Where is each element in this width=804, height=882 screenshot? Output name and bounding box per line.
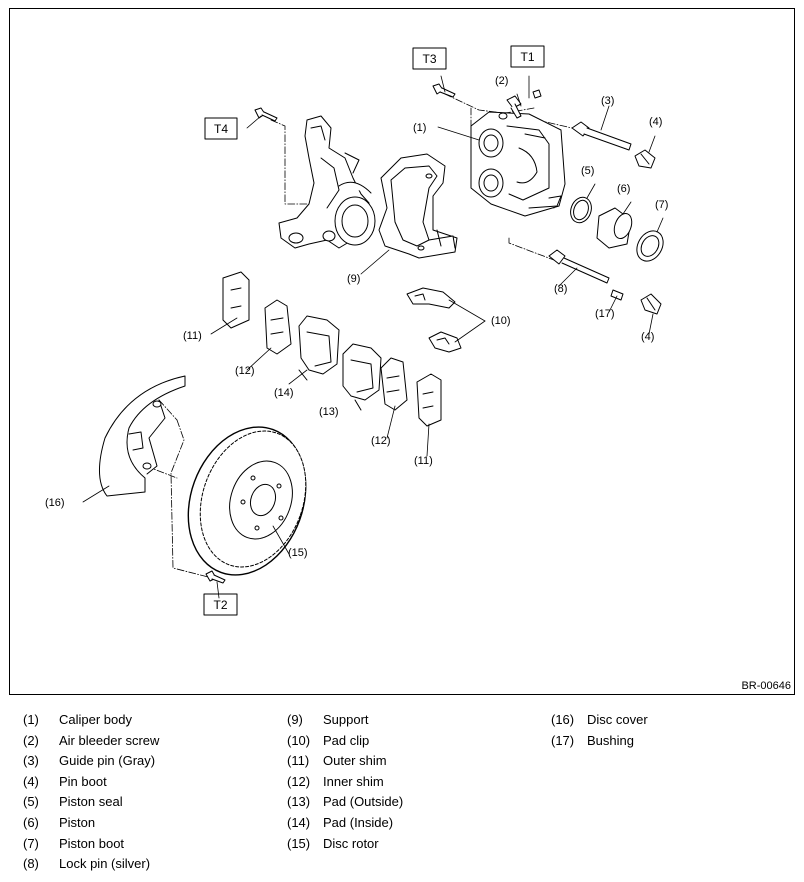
legend-item-name: Support [323,712,369,727]
legend-item-name: Pin boot [59,773,107,789]
legend-item: (9) Support [287,710,527,731]
callout-14: (14) [274,387,294,399]
legend-item-number: (1) [23,712,39,727]
callout-9: (9) [347,273,360,285]
legend-item-number: (8) [23,856,39,872]
callout-12-left: (12) [235,365,255,377]
legend-item: (7) Piston boot [23,834,263,855]
lock-pin-drawing [548,249,662,315]
callout-13: (13) [319,406,339,418]
steering-knuckle-drawing [278,115,376,249]
legend-item-name: Air bleeder screw [59,732,160,748]
legend-item-name: Lock pin (silver) [59,856,151,872]
torque-box-t2 [203,593,238,616]
exploded-brake-diagram: T3 T1 T4 T2 (1) (2) (3) (4) (5) (6) (7) … [45,45,668,616]
guide-pin-drawing [571,121,656,169]
caliper-body-drawing [470,111,566,217]
legend-item-name: Piston seal [59,794,123,810]
legend-item-number: (12) [287,773,311,789]
legend-item: (16) Disc cover [551,710,791,731]
reference-code: BR-00646 [741,680,791,692]
torque-label-t2: T2 [213,598,227,612]
legend-item-number: (6) [23,815,39,830]
caliper-support-drawing [378,153,458,259]
callout-7: (7) [655,199,668,211]
torque-box-t1 [510,45,545,68]
callout-8: (8) [554,283,567,295]
legend-item: (12) Inner shim [287,772,527,793]
bolts-drawing [205,83,542,584]
legend-item-number: (13) [287,794,311,810]
torque-box-t3 [412,47,447,70]
callout-4-upper: (4) [649,116,662,128]
callout-15: (15) [288,547,308,559]
callout-11-right: (11) [414,455,433,467]
torque-label-t3: T3 [422,52,436,66]
part-callouts: (1) (2) (3) (4) (5) (6) (7) (8) (9) (10)… [45,75,668,559]
callout-17: (17) [595,308,615,320]
legend-item-name: Piston boot [59,835,125,851]
piston-parts-drawing [570,196,664,262]
callout-12-right: (12) [371,435,391,447]
diagram-frame [9,8,795,695]
callout-6: (6) [617,183,630,195]
callout-5: (5) [581,165,594,177]
legend-item-number: (9) [287,712,303,727]
legend-item-number: (3) [23,753,39,769]
parts-legend: (1) Caliper body (2) Air bleeder screw (3) Gu… [0,710,804,880]
legend-item-number: (11) [287,753,310,769]
legend-item-name: Pad (Outside) [323,794,404,810]
legend-item-name: Guide pin (Gray) [59,753,156,769]
pad-clips-drawing [406,287,462,353]
legend-item: (5) Piston seal [23,792,263,813]
legend-item-number: (10) [287,732,311,748]
legend-item: (2) Air bleeder screw [23,731,263,752]
legend-item-number: (14) [287,815,311,830]
torque-box-t4 [204,117,238,140]
legend-item: (17) Bushing [551,731,791,752]
callout-16: (16) [45,497,65,509]
legend-item-name: Disc cover [587,712,648,727]
legend-item: (14) Pad (Inside) [287,813,527,834]
legend-item: (1) Caliper body [23,710,263,731]
legend-item-name: Pad clip [323,732,370,748]
callout-11-left: (11) [183,330,202,342]
torque-labels: T3 T1 T4 T2 [213,50,534,612]
callout-2: (2) [495,75,508,87]
legend-item-number: (2) [23,732,39,748]
legend-item-name: Caliper body [59,712,132,727]
torque-label-t4: T4 [214,122,228,136]
legend-item-number: (16) [551,712,575,727]
legend-item-number: (5) [23,794,39,810]
legend-item: (11) Outer shim [287,751,527,772]
legend-item: (6) Piston [23,813,263,834]
legend-item-name: Disc rotor [323,835,379,851]
callout-1: (1) [413,122,426,134]
shims-and-pads-drawing [222,271,442,427]
callout-3: (3) [601,95,614,107]
disc-cover-drawing [99,375,186,497]
legend-item-number: (4) [23,773,39,789]
legend-item-name: Piston [59,815,96,830]
legend-item: (15) Disc rotor [287,834,527,855]
leader-lines [82,75,664,599]
callout-10: (10) [491,315,511,327]
legend-item: (10) Pad clip [287,731,527,752]
torque-label-t1: T1 [520,50,534,64]
legend-item-name: Inner shim [323,773,384,789]
legend-item: (4) Pin boot [23,772,263,793]
legend-item-name: Bushing [587,732,634,748]
legend-item-number: (15) [287,835,311,851]
legend-item: (3) Guide pin (Gray) [23,751,263,772]
legend-item-number: (17) [551,732,575,748]
torque-label-boxes [203,45,545,616]
disc-rotor-drawing [187,426,307,576]
legend-item-number: (7) [23,835,39,851]
legend-item-name: Pad (Inside) [323,815,394,830]
legend-item-name: Outer shim [323,753,387,769]
legend-item: (8) Lock pin (silver) [23,854,263,875]
legend-item: (13) Pad (Outside) [287,792,527,813]
callout-4-lower: (4) [641,331,654,343]
